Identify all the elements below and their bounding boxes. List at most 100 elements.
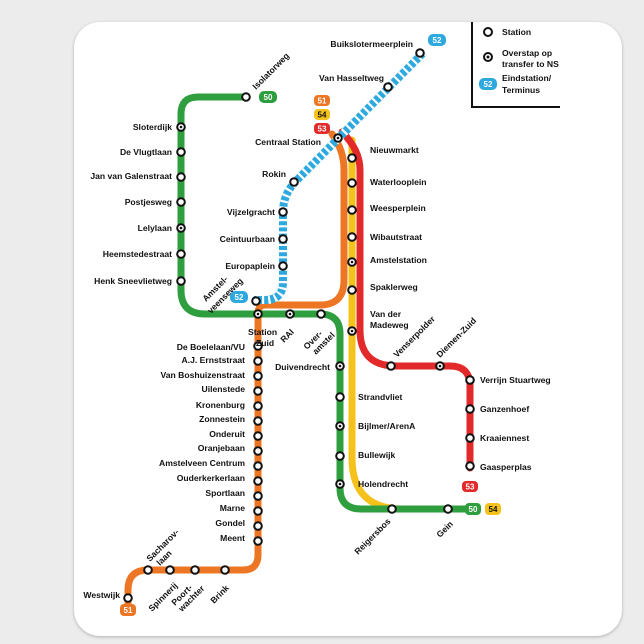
station-van-boshuizenstraat [253,371,263,381]
label-nieuwmarkt: Nieuwmarkt [370,145,419,155]
badge-51-centraal: 51 [314,95,330,106]
station-venserpolder [386,361,396,371]
label-station-zuid-1: Station [248,327,277,337]
label-weesperplein: Weesperplein [370,203,426,213]
station-weesperplein [347,205,357,215]
badge-52-zuid: 52 [230,291,248,303]
station-lelylaan-transfer-dot [179,226,183,230]
label-brink: Brink [208,583,231,606]
station-isolatorweg [241,92,251,102]
label-de-boelelaan: De Boelelaan/VU [177,342,245,352]
station-diemen-zuid-transfer-dot [438,364,442,368]
label-van-der-madeweg-1: Van der [370,309,402,319]
label-verrijn-stuartweg: Verrijn Stuartweg [480,375,551,385]
label-kraaiennest: Kraaiennest [480,433,529,443]
station-vijzelgracht [278,207,288,217]
label-holendrecht: Holendrecht [358,479,408,489]
label-diemen-zuid: Diemen-Zuid [434,316,478,360]
label-bijlmer-arena: Bijlmer/ArenA [358,421,415,431]
label-van-hasseltweg: Van Hasseltweg [319,73,384,83]
label-gondel: Gondel [215,518,245,528]
svg-text:50: 50 [469,505,478,514]
station-ouderkerkerlaan [253,476,263,486]
station-overamstel [316,309,326,319]
station-poortwachter [190,565,200,575]
station-amstelstation-transfer-dot [350,260,354,264]
station-nieuwmarkt [347,153,357,163]
svg-text:51: 51 [124,606,133,615]
label-heemstedestraat: Heemstedestraat [103,249,172,259]
station-holendrecht-transfer-dot [338,482,342,486]
station-jan-van-galenstraat [176,172,186,182]
station-sacharovlaan [143,565,153,575]
label-van-boshuizenstraat: Van Boshuizenstraat [160,370,245,380]
station-oranjebaan [253,446,263,456]
station-rokin [289,177,299,187]
badge-52-buiksloter: 52 [428,34,446,46]
badge-51-westwijk: 51 [120,604,136,616]
label-oranjebaan: Oranjebaan [198,443,245,453]
label-rokin: Rokin [262,169,286,179]
label-ganzenhoef: Ganzenhoef [480,404,529,414]
legend-station-icon [483,27,493,37]
label-marne: Marne [220,503,246,513]
svg-text:52: 52 [235,293,244,302]
station-station-zuid-transfer-dot [256,312,260,316]
station-spaklerweg [347,285,357,295]
station-aj-ernststraat [253,356,263,366]
legend-terminus-badge [479,78,497,90]
label-vijzelgracht: Vijzelgracht [227,207,275,217]
station-brink [220,565,230,575]
station-henk-sneevlietweg [176,276,186,286]
svg-text:54: 54 [318,111,327,120]
label-postjesweg: Postjesweg [125,197,172,207]
station-meent [253,536,263,546]
label-kronenburg: Kronenburg [196,400,245,410]
station-amstelveen-centrum [253,461,263,471]
badge-53-centraal: 53 [314,123,330,134]
legend-border [471,22,560,108]
label-wibautstraat: Wibautstraat [370,232,422,242]
line-53 [338,128,474,472]
station-duivendrecht-transfer-dot [338,364,342,368]
badge-54-gein: 54 [485,503,501,515]
label-westwijk: Westwijk [83,590,120,600]
svg-text:52: 52 [433,36,442,45]
station-sportlaan [253,491,263,501]
badge-50-isolatorweg: 50 [259,91,277,103]
station-zonnestein [253,416,263,426]
legend-transfer-label-2: transfer to NS [502,59,559,69]
station-verrijn-stuartweg [465,375,475,385]
label-onderuit: Onderuit [209,429,245,439]
label-lelylaan: Lelylaan [138,223,172,233]
label-centraal-station: Centraal Station [255,137,321,147]
badge-53-gaasperplas: 53 [462,481,478,492]
label-duivendrecht: Duivendrecht [275,362,330,372]
station-gein [443,504,453,514]
station-heemstedestraat [176,249,186,259]
station-rai-transfer-dot [288,312,292,316]
svg-text:50: 50 [264,93,273,102]
svg-text:54: 54 [489,505,498,514]
station-strandvliet [335,392,345,402]
station-sloterdijk-transfer-dot [179,125,183,129]
station-postjesweg [176,197,186,207]
station-centraal-station-transfer-dot [336,136,340,140]
badge-50-gein: 50 [465,503,481,515]
label-zonnestein: Zonnestein [199,414,245,424]
label-spaklerweg: Spaklerweg [370,282,418,292]
station-westwijk [123,593,133,603]
station-de-boelelaan [253,341,263,351]
station-waterlooplein [347,178,357,188]
legend-transfer-label-1: Overstap op [502,48,552,58]
label-buikslotermeerplein: Buikslotermeerplein [330,39,413,49]
label-jan-van-galenstraat: Jan van Galenstraat [90,171,172,181]
legend-transfer-icon-inner [486,55,490,59]
label-gaasperplas: Gaasperplas [480,462,532,472]
svg-text:53: 53 [466,483,475,492]
station-buikslotermeerplein [415,48,425,58]
svg-text:53: 53 [318,125,327,134]
svg-text:51: 51 [318,97,327,106]
label-ouderkerkerlaan: Ouderkerkerlaan [177,473,245,483]
label-van-der-madeweg-2: Madeweg [370,320,409,330]
